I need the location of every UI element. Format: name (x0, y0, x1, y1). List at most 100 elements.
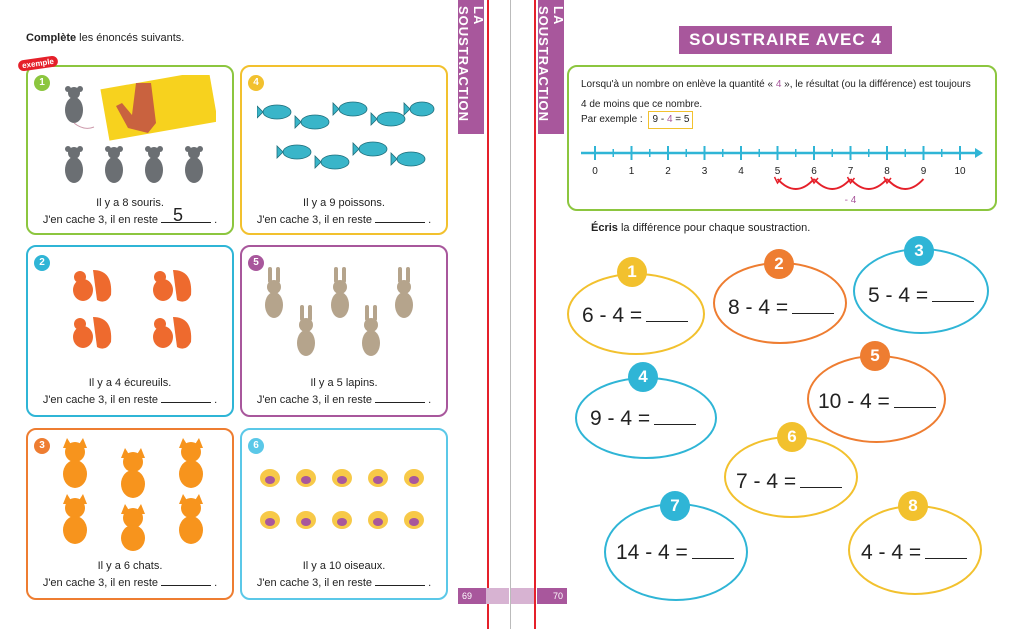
card-count-text: Il y a 10 oiseaux. (302, 560, 386, 572)
right-page-number-bar: 70 (537, 588, 567, 604)
subtraction-arc (813, 178, 852, 190)
answer-line[interactable] (691, 554, 734, 559)
card-hide-text: J'en cache 3, il en reste . (42, 392, 218, 406)
birds-illustration (260, 469, 424, 529)
left-section-tab: La soustraction (456, 0, 486, 134)
equation-5: 10 - 4 = (818, 390, 936, 414)
answer-line[interactable] (925, 554, 968, 559)
rabbit-icon (362, 305, 380, 356)
squirrel-icon (153, 317, 192, 349)
card-count-text: Il y a 8 souris. (96, 197, 164, 209)
mouse-icon (65, 86, 95, 129)
rabbits-illustration (265, 267, 413, 356)
tick-label: 9 (921, 166, 927, 177)
tick-label: 4 (738, 166, 744, 177)
answer-line[interactable] (800, 483, 843, 488)
tick-label: 0 (592, 166, 598, 177)
card-number-badge: 5 (248, 255, 264, 271)
bird-icon (332, 469, 352, 487)
answer-blank[interactable] (161, 392, 212, 403)
bird-icon (332, 511, 352, 529)
answer-line[interactable] (654, 420, 697, 425)
mouse-icon (185, 146, 203, 183)
answer-line[interactable] (932, 297, 975, 302)
fish-icon (276, 144, 312, 160)
squirrel-icon (73, 270, 112, 302)
cat-icon (121, 448, 145, 498)
example-line: Par exemple : 9 - 4 = 5 (581, 111, 694, 129)
tick-label: 5 (775, 166, 781, 177)
answer-line[interactable] (646, 317, 689, 322)
fish-icon (370, 111, 406, 127)
card-hide-text: J'en cache 3, il en reste . (256, 392, 432, 406)
subtraction-arc (776, 178, 815, 190)
answer-blank[interactable] (375, 392, 426, 403)
fish-icon (294, 114, 330, 130)
equation-number-badge-5: 5 (860, 341, 890, 371)
arc-label: - 4 (845, 195, 857, 206)
tick-label: 1 (629, 166, 635, 177)
right-page-number-strip (511, 588, 534, 604)
exercise-card-2: 2 Il y a 4 écureuils. J'en cache 3, il e… (26, 245, 234, 417)
equation-6: 7 - 4 = (736, 470, 843, 494)
exercise-card-5: 5 Il y a 5 lapins. J'en cache 3, il en r… (240, 245, 448, 417)
bird-icon (260, 469, 280, 487)
equation-7: 14 - 4 = (616, 541, 734, 565)
bird-icon (296, 469, 316, 487)
bird-icon (404, 511, 424, 529)
equation-number-badge-8: 8 (898, 491, 928, 521)
page-number-69: 69 (462, 591, 473, 601)
fish-icon (352, 141, 388, 157)
subtraction-arc (849, 178, 888, 190)
arc-arrow-icon (883, 176, 892, 185)
card-number-badge: 4 (248, 75, 264, 91)
card-number-badge: 6 (248, 438, 264, 454)
equation-number-badge-1: 1 (617, 257, 647, 287)
card-number-badge: 2 (34, 255, 50, 271)
example-equation-box: 9 - 4 = 5 (648, 111, 694, 129)
rabbit-icon (331, 267, 349, 318)
answer-line[interactable] (792, 309, 835, 314)
arc-arrow-icon (773, 176, 783, 185)
tick-label: 3 (702, 166, 708, 177)
left-page-number-strip (486, 588, 509, 604)
rabbit-icon (395, 267, 413, 318)
hand-icon (100, 75, 216, 141)
cats-illustration (63, 438, 203, 551)
tick-label: 8 (884, 166, 890, 177)
answer-line[interactable] (893, 403, 936, 408)
bird-icon (368, 511, 388, 529)
left-page-number-bar: 69 (458, 588, 486, 604)
fish-illustration (257, 101, 435, 170)
page-title: SOUSTRAIRE AVEC 4 (679, 26, 892, 54)
exercise-card-3: 3 Il y a 6 chats. J'en cache 3, il en re… (26, 428, 234, 600)
page-number-70: 70 (552, 591, 563, 601)
tick-label: 6 (811, 166, 817, 177)
answer-blank[interactable] (375, 575, 426, 586)
card-number-badge: 3 (34, 438, 50, 454)
exercise-card-6: 6 Il y a 10 oiseaux. J'en cache 3, il en… (240, 428, 448, 600)
mice-illustration (65, 75, 216, 183)
equation-2: 8 - 4 = (728, 296, 835, 320)
exercise-card-1: 1 Il y a 8 souris. J'en cache 3, il en r… (26, 65, 234, 235)
card-count-text: Il y a 4 écureuils. (88, 377, 172, 389)
equation-1: 6 - 4 = (582, 304, 689, 328)
tick-label: 7 (848, 166, 854, 177)
bird-icon (296, 511, 316, 529)
rabbit-icon (297, 305, 315, 356)
answer-blank[interactable] (161, 575, 212, 586)
cat-icon (179, 438, 203, 488)
equation-4: 9 - 4 = (590, 407, 697, 431)
spine-right-red-line (534, 0, 536, 629)
rule-text: Lorsqu'à un nombre on enlève la quantité… (581, 79, 971, 110)
rule-box: Lorsqu'à un nombre on enlève la quantité… (567, 65, 997, 211)
mouse-icon (105, 146, 123, 183)
card-count-text: Il y a 5 lapins. (310, 377, 378, 389)
equation-number-badge-3: 3 (904, 236, 934, 266)
equation-number-badge-4: 4 (628, 362, 658, 392)
answer-blank[interactable]: 5 (161, 206, 212, 224)
equation-number-badge-2: 2 (764, 249, 794, 279)
answer-blank[interactable] (375, 212, 426, 223)
